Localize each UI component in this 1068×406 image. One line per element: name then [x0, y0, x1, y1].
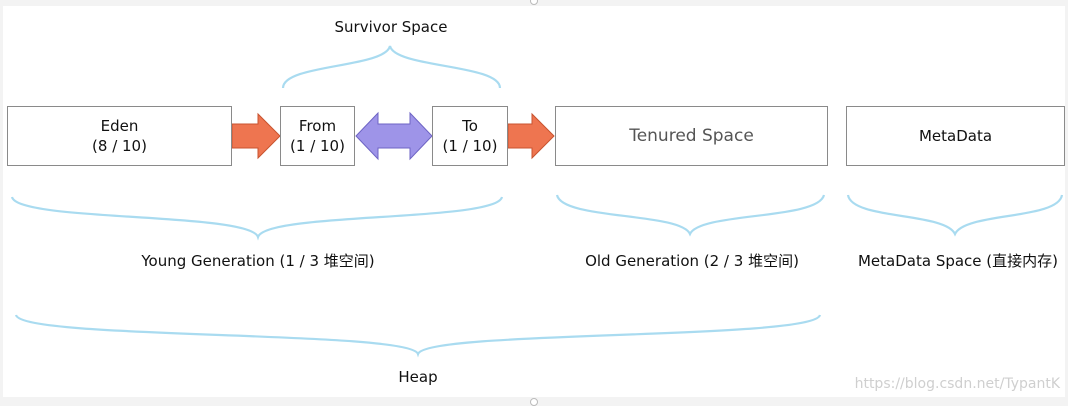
metadata-space-label: MetaData Space (直接内存) [857, 252, 1059, 270]
eden-title: Eden [100, 117, 139, 135]
arrow-from-to [355, 111, 433, 161]
survivor-brace [281, 45, 502, 89]
old-brace [555, 194, 826, 237]
tenured-box: Tenured Space [555, 106, 828, 166]
heap-label: Heap [398, 368, 438, 386]
old-generation-label: Old Generation (2 / 3 堆空间) [585, 252, 799, 270]
eden-box: Eden (8 / 10) [7, 106, 232, 166]
arrow-eden-to-from [231, 112, 281, 160]
survivor-space-label: Survivor Space [334, 18, 448, 36]
watermark-text: https://blog.csdn.net/TypantK [854, 376, 1060, 392]
tenured-title: Tenured Space [629, 126, 754, 146]
arrow-to-to-tenured [507, 112, 555, 160]
young-generation-label: Young Generation (1 / 3 堆空间) [141, 252, 375, 270]
young-brace [10, 196, 504, 241]
meta-brace [846, 194, 1064, 237]
top-handle [530, 0, 538, 5]
metadata-box: MetaData [846, 106, 1065, 166]
from-ratio: (1 / 10) [290, 137, 345, 155]
diagram-frame [3, 6, 1065, 397]
metadata-title: MetaData [918, 127, 993, 145]
eden-ratio: (8 / 10) [92, 137, 147, 155]
from-title: From [298, 117, 337, 135]
to-ratio: (1 / 10) [442, 137, 498, 155]
to-title: To [462, 117, 478, 135]
from-box: From (1 / 10) [280, 106, 355, 166]
bottom-handle [530, 398, 538, 406]
heap-brace [14, 314, 822, 358]
to-box: To (1 / 10) [432, 106, 508, 166]
